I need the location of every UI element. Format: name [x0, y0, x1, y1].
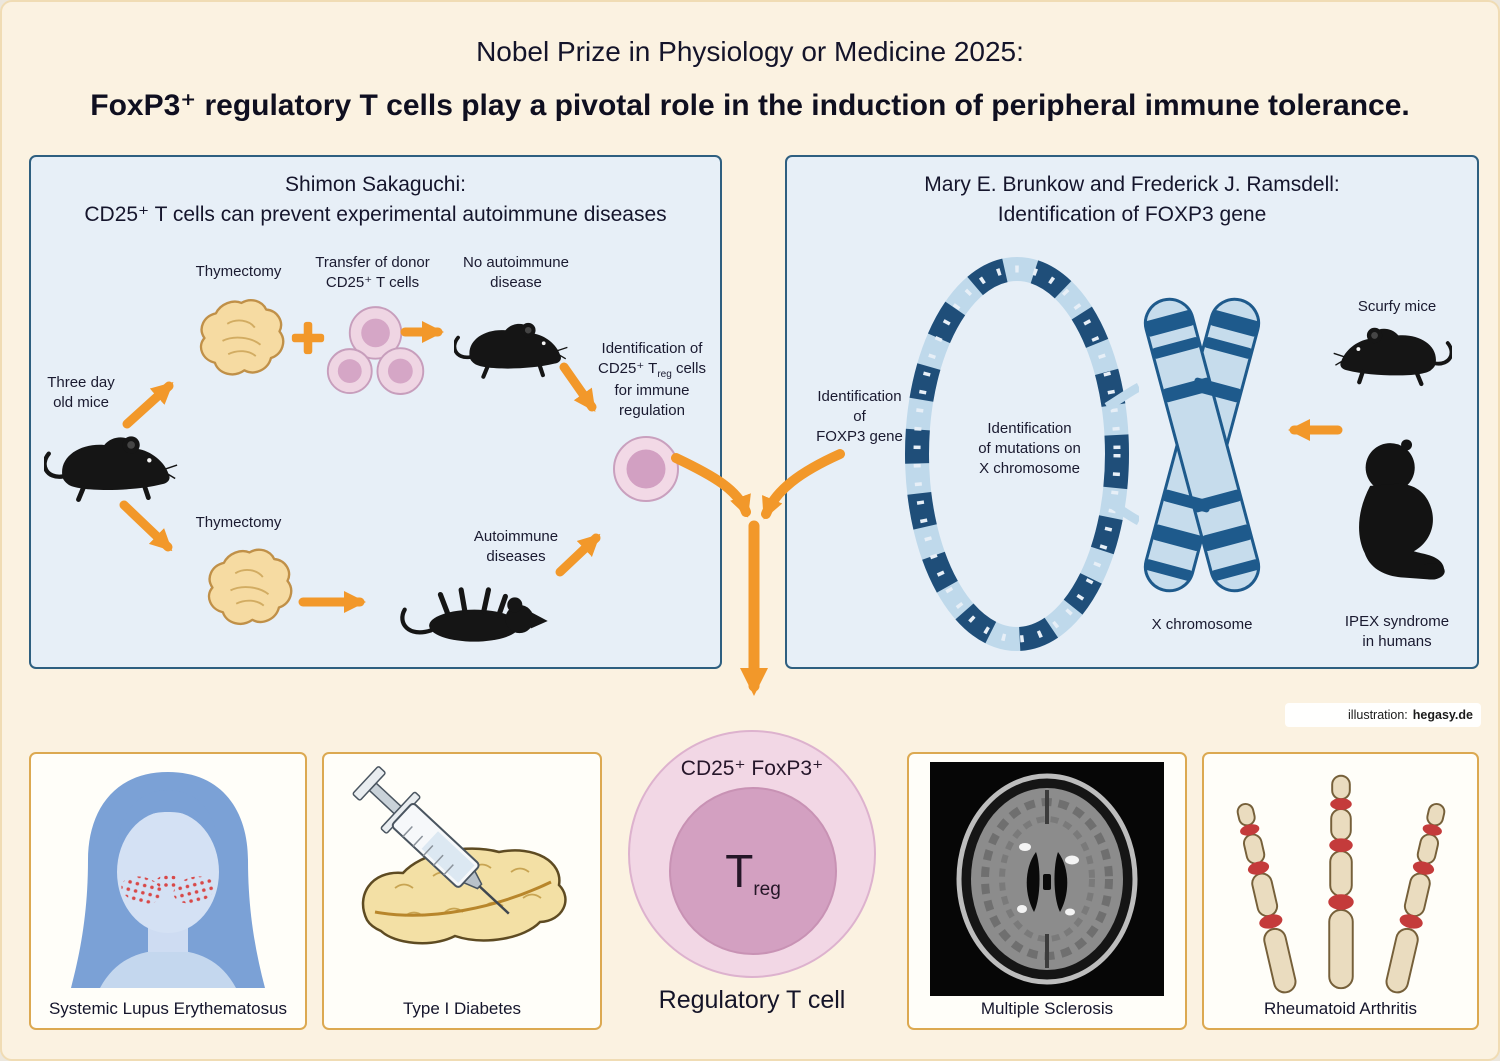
scurfy-mouse-illustration: [1333, 327, 1452, 387]
label-mutations-x: Identification of mutations on X chromos…: [978, 420, 1081, 477]
label-thymectomy-bottom: Thymectomy: [195, 514, 282, 531]
finger-middle: [1327, 774, 1354, 990]
arrow-thymus-to-sick-mouse: [298, 591, 366, 613]
treg-caption: Regulatory T cell: [658, 986, 846, 1014]
thymus-illustration-bottom: [207, 548, 293, 625]
sakaguchi-panel: Shimon Sakaguchi: CD25⁺ T cells can prev…: [29, 155, 722, 669]
disease-label-diabetes: Type I Diabetes: [402, 999, 522, 1018]
dna-helix-illustration: [905, 257, 1139, 651]
plus-icon: [291, 321, 325, 355]
finger-middle-joints: [1327, 798, 1354, 910]
label-scurfy-mice: Scurfy mice: [1357, 298, 1437, 315]
label-identification-foxp3: Identification of FOXP3 gene: [816, 388, 903, 445]
label-identification-treg: Identification of CD25⁺ Treg cells for i…: [598, 340, 706, 419]
finger-left: [1236, 802, 1296, 994]
sakaguchi-name: Shimon Sakaguchi:: [285, 173, 466, 196]
lupus-face-illustration: [71, 772, 265, 988]
arrow-mouse-to-treg-cell: [559, 362, 597, 412]
label-x-chromosome: X chromosome: [1151, 616, 1253, 633]
finger-right: [1385, 802, 1445, 994]
donor-t-cells-illustration: [326, 306, 425, 395]
disease-label-ra: Rheumatoid Arthritis: [1263, 999, 1418, 1018]
arrow-mouse-to-thymus-bottom: [119, 500, 173, 552]
brunkow-finding: Identification of FOXP3 gene: [997, 202, 1267, 226]
x-chromosome-illustration: [1143, 297, 1261, 593]
treg-markers-label: CD25⁺ FoxP3⁺: [680, 757, 824, 780]
label-ipex-syndrome: IPEX syndrome in humans: [1344, 613, 1450, 650]
sick-mouse-illustration: [400, 587, 548, 642]
attribution-label: illustration:: [1348, 708, 1408, 722]
brain-mri-illustration: [930, 762, 1164, 996]
page-subtitle: FoxP3⁺ regulatory T cells play a pivotal…: [90, 89, 1410, 122]
arrow-to-chromosome: [1288, 419, 1343, 441]
arrow-cells-to-mouse: [400, 321, 444, 343]
attribution: illustration: hegasy.de: [1285, 703, 1481, 727]
hand-bones-illustration: [1236, 774, 1445, 994]
label-no-autoimmune: No autoimmune disease: [463, 254, 569, 291]
disease-label-ms: Multiple Sclerosis: [980, 999, 1114, 1018]
treg-cell-small-illustration: [613, 436, 679, 502]
disease-box-diabetes: Type I Diabetes: [322, 752, 602, 1030]
label-three-day-mice: Three day old mice: [47, 374, 115, 411]
brunkow-ramsdell-panel: Mary E. Brunkow and Frederick J. Ramsdel…: [785, 155, 1479, 669]
disease-box-lupus: Systemic Lupus Erythematosus: [29, 752, 307, 1030]
disease-box-ra: Rheumatoid Arthritis: [1202, 752, 1479, 1030]
label-autoimmune-diseases: Autoimmune diseases: [473, 528, 559, 565]
sakaguchi-finding: CD25⁺ T cells can prevent experimental a…: [84, 202, 667, 226]
attribution-name: hegasy.de: [1412, 708, 1473, 722]
disease-box-ms: Multiple Sclerosis: [907, 752, 1187, 1030]
treg-t-letter: T: [725, 845, 754, 897]
arrow-sick-mouse-to-treg-cell: [555, 533, 601, 577]
brunkow-panel-title: Mary E. Brunkow and Frederick J. Ramsdel…: [787, 170, 1477, 230]
healthy-mouse-illustration: [454, 322, 568, 379]
label-transfer-donor: Transfer of donor CD25⁺ T cells: [315, 254, 430, 291]
pancreas-syringe-illustration: [352, 766, 567, 945]
converging-arrows: [671, 449, 845, 696]
sakaguchi-panel-title: Shimon Sakaguchi: CD25⁺ T cells can prev…: [31, 170, 720, 230]
label-thymectomy-top: Thymectomy: [195, 263, 282, 280]
ipex-baby-illustration: [1359, 439, 1445, 580]
brunkow-names: Mary E. Brunkow and Frederick J. Ramsdel…: [924, 173, 1340, 196]
disease-label-lupus: Systemic Lupus Erythematosus: [48, 999, 288, 1018]
page-title: Nobel Prize in Physiology or Medicine 20…: [476, 36, 1024, 67]
syringe: [352, 766, 510, 915]
three-day-mouse-illustration: [44, 436, 178, 502]
treg-reg-subscript: reg: [753, 879, 781, 900]
arrow-mouse-to-thymus-top: [122, 381, 174, 429]
thymus-illustration-top: [199, 299, 285, 376]
